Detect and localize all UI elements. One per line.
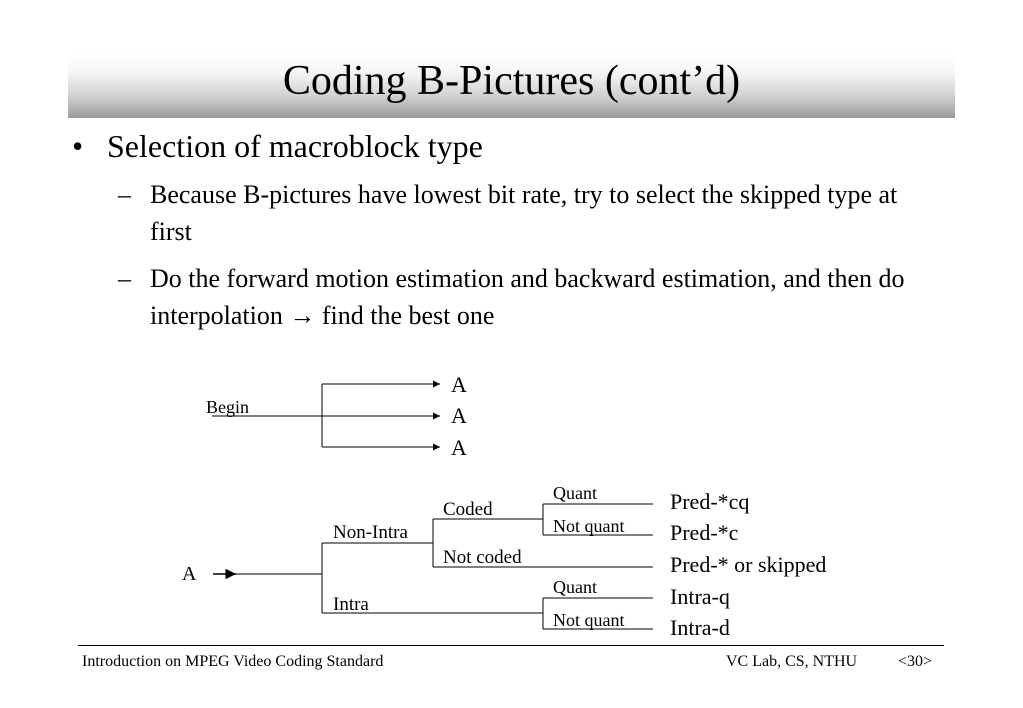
not-coded-label: Not coded bbox=[443, 547, 522, 568]
result-intra-d: Intra-d bbox=[670, 615, 730, 640]
result-pred-skipped: Pred-* or skipped bbox=[670, 552, 826, 577]
result-intra-q: Intra-q bbox=[670, 584, 730, 609]
not-quant-2-label: Not quant bbox=[553, 610, 625, 630]
begin-splitter: Begin A A A bbox=[206, 372, 467, 460]
title-band bbox=[68, 54, 955, 118]
footer-lab: VC Lab, CS, NTHU bbox=[726, 653, 858, 670]
coded-label: Coded bbox=[443, 499, 493, 520]
intra-label: Intra bbox=[333, 594, 369, 615]
output-a-3: A bbox=[451, 435, 467, 460]
begin-label: Begin bbox=[206, 397, 249, 417]
quant-2-label: Quant bbox=[553, 577, 597, 597]
dash-marker: – bbox=[118, 264, 131, 293]
decision-tree: A Non-Intra Coded Not coded Quant Not qu… bbox=[182, 483, 826, 640]
footer-page-number: <30> bbox=[898, 653, 933, 670]
result-pred-c: Pred-*c bbox=[670, 520, 739, 545]
sub-bullet-2: Do the forward motion estimation and bac… bbox=[150, 264, 905, 330]
output-a-1: A bbox=[451, 372, 467, 397]
dash-marker: – bbox=[118, 180, 131, 209]
result-pred-cq: Pred-*cq bbox=[670, 489, 749, 514]
quant-1-label: Quant bbox=[553, 483, 597, 503]
tree-root-label: A bbox=[182, 563, 197, 585]
slide-title: Coding B-Pictures (cont’d) bbox=[282, 58, 741, 104]
output-a-2: A bbox=[451, 403, 467, 428]
non-intra-label: Non-Intra bbox=[333, 522, 408, 543]
not-quant-1-label: Not quant bbox=[553, 516, 625, 536]
bullet-1: Selection of macroblock type bbox=[107, 128, 483, 164]
footer-course: Introduction on MPEG Video Coding Standa… bbox=[82, 653, 384, 670]
bullet-marker: • bbox=[72, 128, 84, 164]
sub-bullet-1: Because B-pictures have lowest bit rate,… bbox=[150, 180, 898, 246]
footer-rule bbox=[78, 645, 944, 646]
bullet-list: • Selection of macroblock type – Because… bbox=[72, 128, 905, 330]
